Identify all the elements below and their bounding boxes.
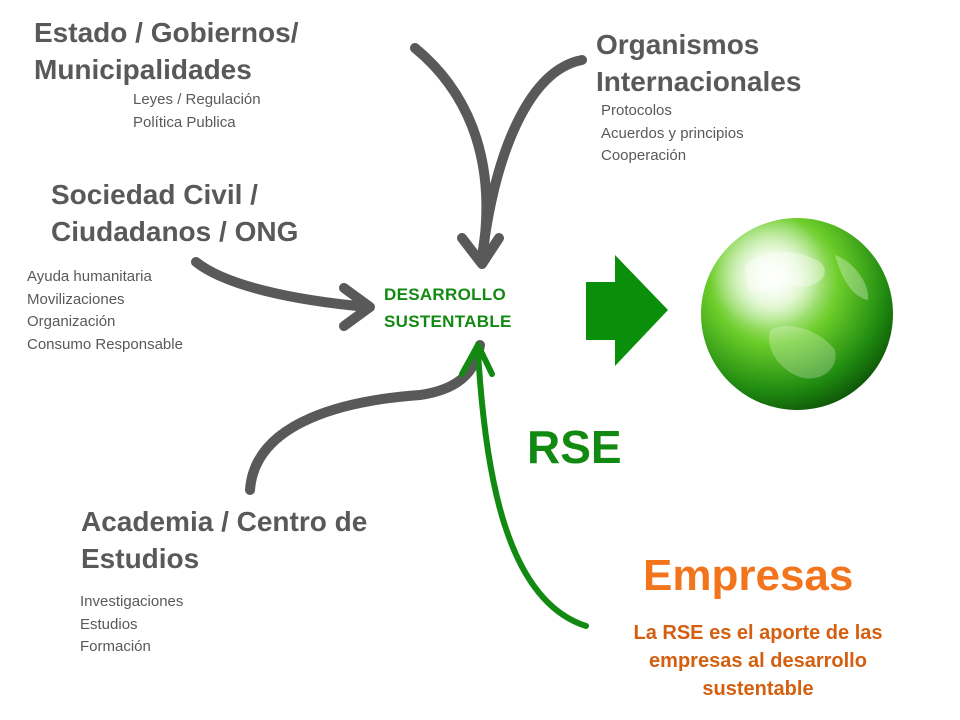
- organismos-item: Cooperación: [601, 147, 687, 164]
- academia-item: Formación: [80, 638, 151, 655]
- center-label-line: SUSTENTABLE: [384, 312, 512, 331]
- academia-item: Estudios: [80, 615, 138, 633]
- sociedad-title-line: Ciudadanos / ONG: [51, 216, 299, 247]
- academia-title-line: Academia / Centro de: [81, 506, 368, 537]
- academia-title-line: Estudios: [81, 543, 200, 574]
- empresas-description-line: La RSE es el aporte de las: [633, 622, 883, 644]
- estado-items: Leyes / Regulación Política Publica: [133, 89, 261, 134]
- empresas-title: Empresas: [643, 551, 854, 600]
- organismos-title: Organismos Internacionales: [596, 26, 801, 100]
- sociedad-item: Consumo Responsable: [27, 335, 183, 353]
- estado-item: Política Publica: [133, 113, 236, 131]
- sociedad-item: Movilizaciones: [27, 290, 125, 308]
- sociedad-item: Organización: [27, 313, 116, 330]
- organismos-items: Protocolos Acuerdos y principios Coopera…: [601, 100, 744, 168]
- center-label: DESARROLLO SUSTENTABLE: [384, 281, 512, 335]
- arrow-empresas: [459, 342, 589, 629]
- arrow-right-icon: [586, 255, 668, 366]
- center-label-line: DESARROLLO: [384, 285, 506, 304]
- arrow-organismos: [477, 55, 587, 263]
- academia-items: Investigaciones Estudios Formación: [80, 591, 183, 659]
- earth-globe-icon: [701, 218, 893, 410]
- academia-item: Investigaciones: [80, 593, 184, 610]
- organismos-item: Acuerdos y principios: [601, 124, 744, 142]
- arrow-sociedad: [191, 257, 375, 331]
- estado-title: Estado / Gobiernos/ Municipalidades: [34, 14, 298, 88]
- estado-item: Leyes / Regulación: [133, 91, 261, 108]
- organismos-title-line: Organismos: [596, 29, 760, 60]
- sociedad-items: Ayuda humanitaria Movilizaciones Organiz…: [27, 266, 183, 356]
- sociedad-title: Sociedad Civil / Ciudadanos / ONG: [51, 176, 298, 250]
- empresas-description-line: sustentable: [702, 678, 814, 700]
- organismos-title-line: Internacionales: [596, 66, 802, 97]
- empresas-description-line: empresas al desarrollo: [649, 650, 867, 672]
- empresas-description: La RSE es el aporte de las empresas al d…: [588, 619, 928, 703]
- estado-title-line: Municipalidades: [34, 54, 252, 85]
- estado-title-line: Estado / Gobiernos/: [34, 17, 299, 48]
- organismos-item: Protocolos: [601, 102, 672, 119]
- sociedad-title-line: Sociedad Civil /: [51, 179, 258, 210]
- academia-title: Academia / Centro de Estudios: [81, 503, 367, 577]
- arrow-academia: [245, 340, 485, 495]
- rse-label: RSE: [527, 421, 622, 473]
- sociedad-item: Ayuda humanitaria: [27, 268, 152, 285]
